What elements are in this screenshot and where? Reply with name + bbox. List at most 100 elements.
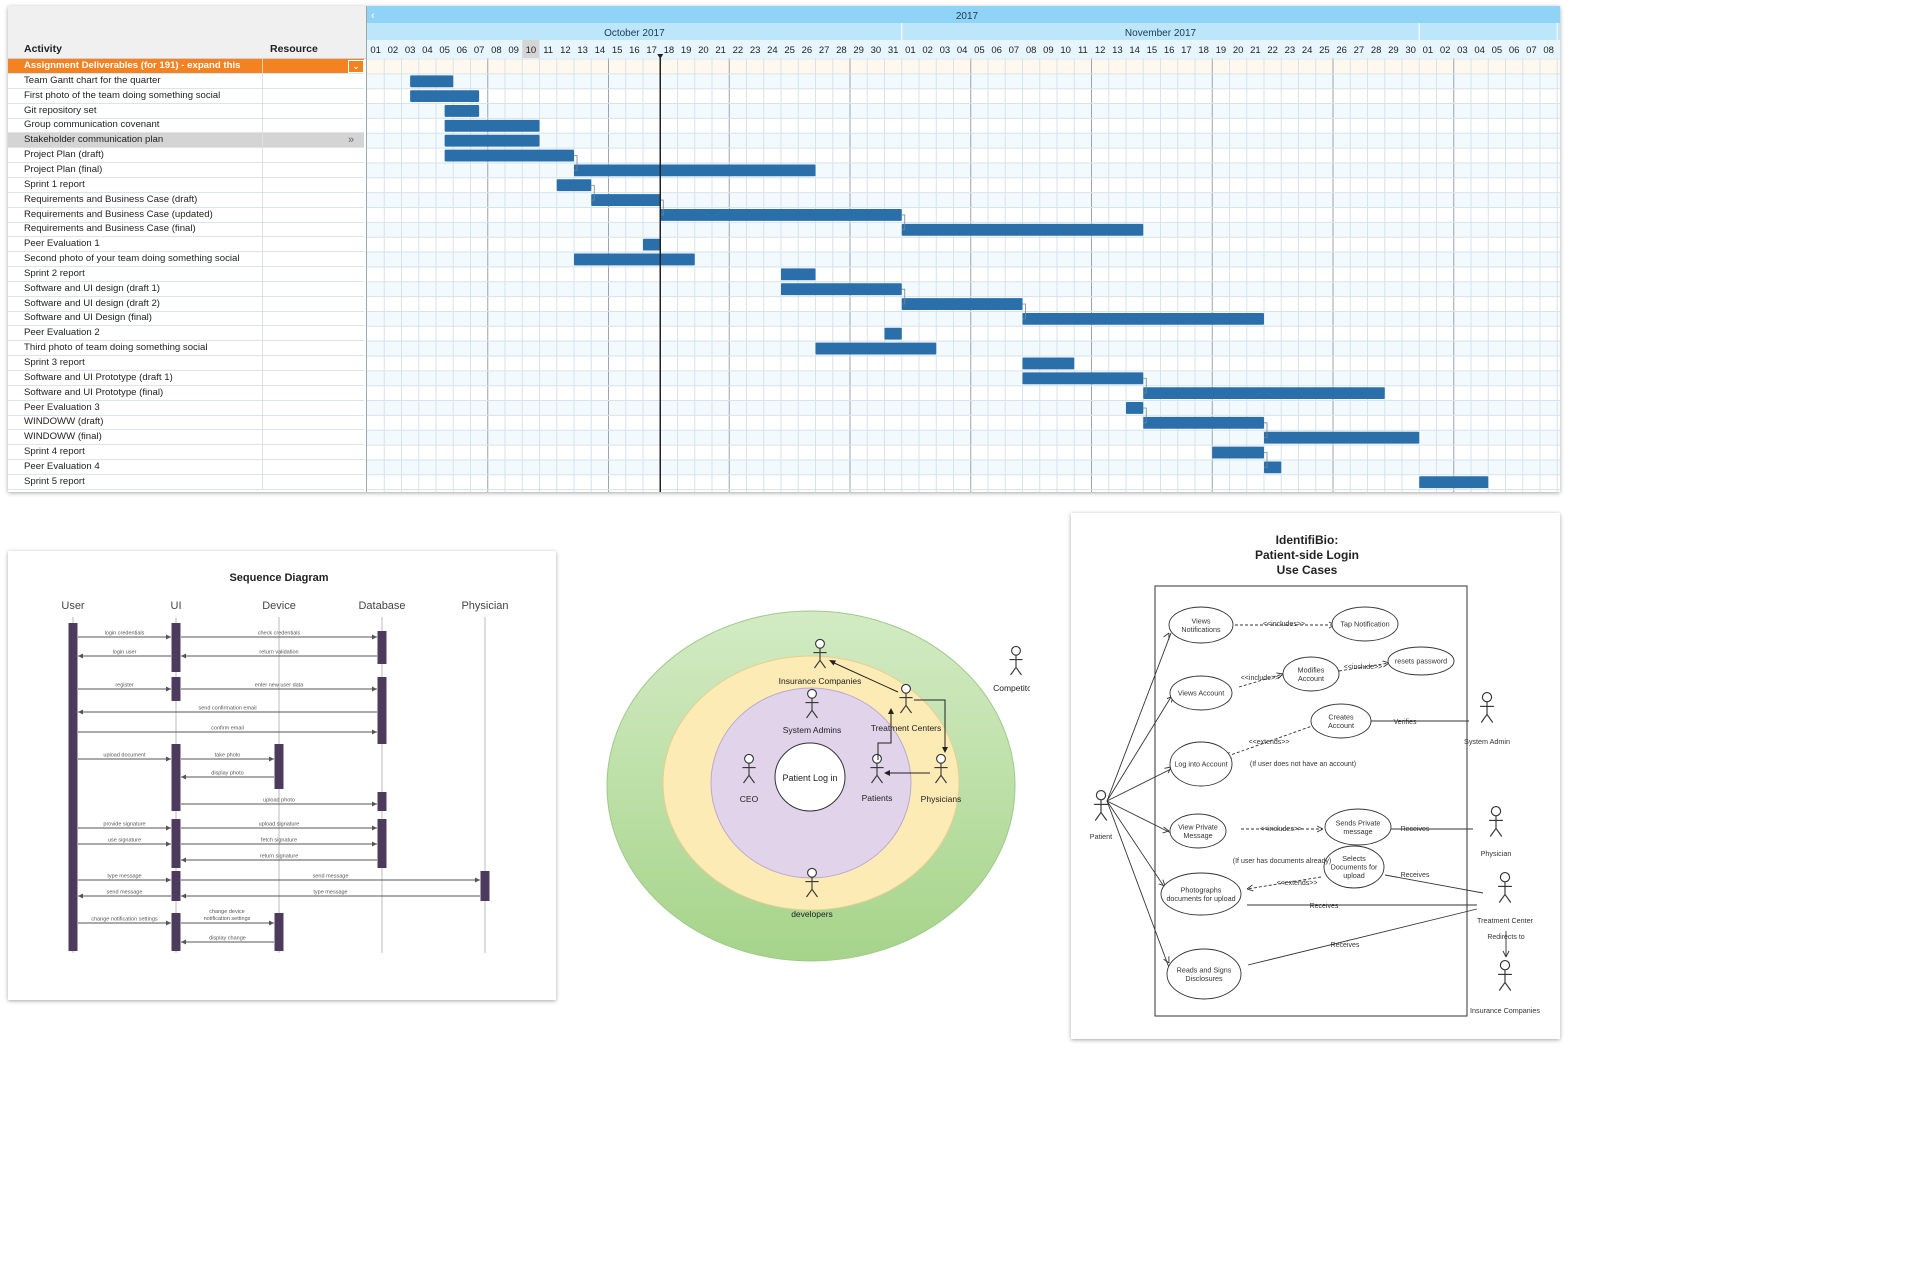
day-label[interactable]: 12 (1095, 45, 1106, 56)
day-label[interactable]: 13 (577, 45, 588, 56)
task-bar[interactable] (781, 268, 816, 281)
task-bar[interactable] (1264, 431, 1420, 444)
day-label[interactable]: 08 (1026, 45, 1037, 56)
task-bar[interactable] (660, 209, 902, 221)
day-label[interactable]: 21 (1250, 45, 1261, 56)
day-label[interactable]: 01 (905, 45, 916, 56)
chevron-down-icon[interactable]: ⌄ (348, 60, 364, 73)
day-label[interactable]: 27 (819, 45, 830, 56)
gantt-task-row[interactable]: WINDOWW (final) (8, 430, 364, 446)
day-label[interactable]: 02 (1440, 45, 1451, 56)
task-bar[interactable] (591, 194, 661, 206)
task-bar[interactable] (574, 164, 816, 177)
day-label[interactable]: 19 (681, 45, 692, 56)
day-label[interactable]: 26 (802, 45, 813, 56)
day-label[interactable]: 14 (595, 45, 606, 56)
task-bar[interactable] (410, 90, 480, 103)
day-label[interactable]: 31 (888, 45, 899, 56)
day-label[interactable]: 30 (1405, 45, 1416, 56)
task-bar[interactable] (643, 238, 661, 251)
task-bar[interactable] (815, 342, 937, 355)
day-label[interactable]: 14 (1129, 45, 1140, 56)
gantt-task-row[interactable]: Software and UI Prototype (final) (8, 385, 364, 401)
resource-column-header[interactable]: Resource (270, 43, 318, 55)
day-label[interactable]: 03 (405, 45, 416, 56)
task-bar[interactable] (1264, 461, 1282, 474)
gantt-task-row[interactable]: Second photo of your team doing somethin… (8, 252, 364, 268)
task-bar[interactable] (1143, 387, 1385, 400)
gantt-task-row[interactable]: Sprint 1 report (8, 177, 364, 193)
task-bar[interactable] (884, 327, 902, 340)
gantt-task-row[interactable]: Sprint 4 report (8, 445, 364, 461)
task-bar[interactable] (410, 75, 454, 88)
gantt-task-row[interactable]: Third photo of team doing something soci… (8, 341, 364, 357)
day-label[interactable]: 09 (1043, 45, 1054, 56)
day-label[interactable]: 07 (1526, 45, 1537, 56)
task-bar[interactable] (1143, 416, 1264, 429)
day-label[interactable]: 21 (715, 45, 726, 56)
day-label[interactable]: 03 (1457, 45, 1468, 56)
day-label[interactable]: 11 (543, 45, 553, 56)
gantt-task-row[interactable]: Project Plan (final) (8, 162, 364, 178)
day-label[interactable]: 29 (1388, 45, 1399, 56)
task-bar[interactable] (1126, 402, 1144, 414)
gantt-task-row[interactable]: Requirements and Business Case (draft) (8, 192, 364, 208)
gantt-group-row[interactable]: Assignment Deliverables (for 191) - expa… (8, 59, 364, 74)
gantt-task-row[interactable]: Project Plan (draft) (8, 148, 364, 164)
task-bar[interactable] (444, 119, 540, 132)
day-label[interactable]: 07 (474, 45, 485, 56)
day-label[interactable]: 20 (1233, 45, 1244, 56)
gantt-task-row[interactable]: WINDOWW (draft) (8, 415, 364, 431)
day-label[interactable]: 17 (646, 45, 657, 56)
day-label[interactable]: 08 (491, 45, 502, 56)
day-label[interactable]: 08 (1543, 45, 1554, 56)
day-label[interactable]: 01 (1423, 45, 1434, 56)
day-label[interactable]: 12 (560, 45, 571, 56)
day-label[interactable]: 20 (698, 45, 709, 56)
task-bar[interactable] (444, 105, 480, 117)
task-bar[interactable] (574, 253, 695, 266)
day-label[interactable]: 07 (1009, 45, 1020, 56)
gantt-task-row[interactable]: Software and UI Design (final) (8, 311, 364, 327)
gantt-task-row[interactable]: Software and UI design (draft 1) (8, 281, 364, 297)
day-label[interactable]: 28 (836, 45, 847, 56)
gantt-task-row[interactable]: Sprint 5 report (8, 474, 364, 490)
gantt-task-row[interactable]: Software and UI design (draft 2) (8, 296, 364, 312)
day-label[interactable]: 04 (422, 45, 433, 56)
day-label[interactable]: 09 (508, 45, 519, 56)
day-label[interactable]: 24 (767, 45, 778, 56)
day-label[interactable]: 25 (784, 45, 795, 56)
day-label[interactable]: 25 (1319, 45, 1330, 56)
gantt-task-row[interactable]: Peer Evaluation 1 (8, 237, 364, 253)
day-label[interactable]: 06 (991, 45, 1002, 56)
gantt-task-row[interactable]: Sprint 3 report (8, 356, 364, 371)
gantt-task-row[interactable]: Git repository set (8, 103, 364, 119)
day-label[interactable]: 24 (1302, 45, 1313, 56)
gantt-task-row[interactable]: Requirements and Business Case (updated) (8, 207, 364, 223)
task-bar[interactable] (1419, 476, 1489, 489)
gantt-task-row[interactable]: First photo of the team doing something … (8, 88, 364, 104)
task-bar[interactable] (1212, 446, 1264, 459)
task-bar[interactable] (444, 149, 574, 162)
day-label[interactable]: 16 (629, 45, 640, 56)
task-bar[interactable] (556, 179, 592, 192)
task-bar[interactable] (1022, 312, 1265, 325)
day-label[interactable]: 28 (1371, 45, 1382, 56)
usecase-resets-password[interactable]: resets password (1387, 646, 1455, 676)
gantt-task-row[interactable]: Peer Evaluation 3 (8, 400, 364, 416)
day-label[interactable]: 23 (1285, 45, 1296, 56)
gantt-splitter[interactable] (366, 6, 367, 492)
day-label[interactable]: 04 (1474, 45, 1485, 56)
day-label[interactable]: 06 (1509, 45, 1520, 56)
gantt-task-row[interactable]: Requirements and Business Case (final) (8, 222, 364, 238)
activity-column-header[interactable]: Activity (24, 43, 62, 55)
day-label[interactable]: 23 (750, 45, 761, 56)
usecase-views-account[interactable]: Views Account (1169, 675, 1233, 711)
gantt-task-row[interactable]: Stakeholder communication plan» (8, 133, 364, 149)
